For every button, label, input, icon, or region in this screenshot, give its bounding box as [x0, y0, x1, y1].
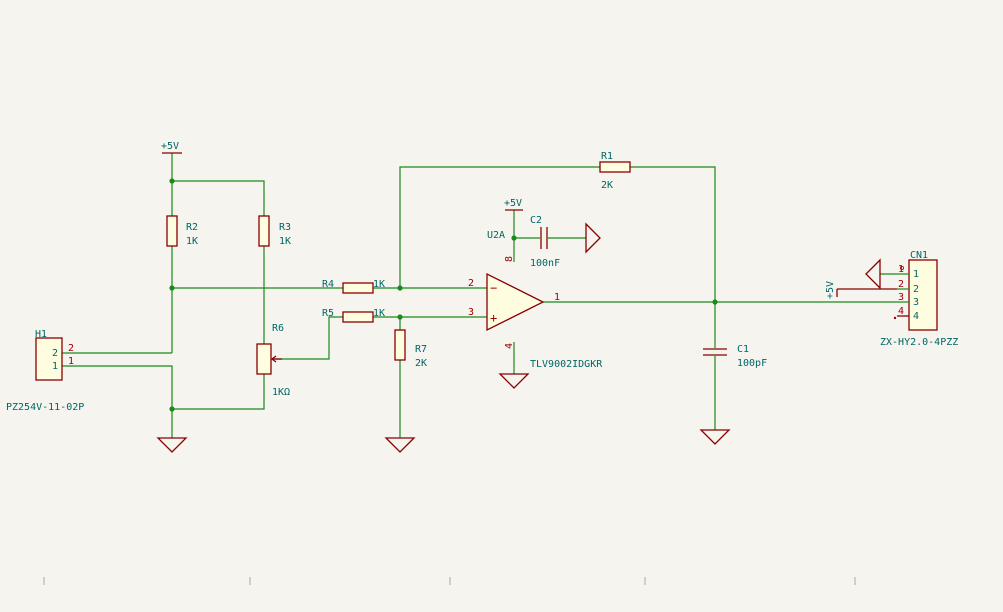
- junction-r7: [397, 314, 403, 320]
- r4-ref: R4: [322, 279, 334, 290]
- opamp-pin-vpos: 8: [504, 256, 515, 262]
- h1-pin2-label: 2: [52, 348, 58, 359]
- r2-value: 1K: [186, 236, 198, 247]
- c2-ref: C2: [530, 215, 542, 226]
- r6-ref: R6: [272, 323, 284, 334]
- wire-5v-left: [171, 153, 265, 216]
- r5-ref: R5: [322, 308, 334, 319]
- wires: [62, 153, 897, 438]
- opamp-pin-out: 1: [554, 292, 560, 303]
- capacitor-c2[interactable]: C2 100nF: [530, 215, 560, 269]
- cn1-pin3-number: 3: [898, 292, 904, 303]
- u2a-value: TLV9002IDGKR: [530, 359, 603, 370]
- connector-h1[interactable]: 2 1 2 1 H1 PZ254V-11-02P: [6, 329, 84, 413]
- wire-h1-pin1: [62, 365, 173, 438]
- power-5v-left: +5V: [161, 141, 182, 154]
- cn1-pin2-number: 2: [898, 279, 904, 290]
- cn1-pin4-marker: [893, 316, 897, 320]
- h1-pin2-number: 2: [68, 343, 74, 354]
- junctions: [169, 178, 718, 412]
- resistor-r3[interactable]: R3 1K: [258, 215, 291, 247]
- potentiometer-r6[interactable]: R6 1KΩ: [256, 323, 290, 398]
- ground-r7: [384, 437, 416, 453]
- power-5v-opamp-label: +5V: [504, 198, 522, 209]
- r6-value: 1KΩ: [272, 387, 290, 398]
- opamp-minus-sign: −: [490, 281, 497, 295]
- h1-pin1-label: 1: [52, 361, 58, 372]
- cn1-value: ZX-HY2.0-4PZZ: [880, 337, 958, 348]
- resistor-r2[interactable]: R2 1K: [166, 215, 198, 247]
- wire-feedback-left: [399, 166, 600, 288]
- cn1-pin1-label: 1: [913, 269, 919, 280]
- cn1-pin4-number: 4: [898, 306, 904, 317]
- r3-value: 1K: [279, 236, 291, 247]
- r7-ref: R7: [415, 344, 427, 355]
- power-5v-left-label: +5V: [161, 141, 179, 152]
- power-5v-opamp: +5V: [504, 198, 523, 211]
- r4-value: 1K: [373, 279, 385, 290]
- resistor-r1[interactable]: R1 2K: [599, 151, 631, 191]
- power-5v-conn: +5V: [825, 281, 897, 299]
- h1-value: PZ254V-11-02P: [6, 402, 84, 413]
- r1-value: 2K: [601, 180, 613, 191]
- wire-feedback-right: [630, 166, 716, 302]
- junction-output: [712, 299, 718, 305]
- ground-c1: [699, 429, 731, 445]
- cn1-pin1-marker: [900, 265, 905, 270]
- c2-value: 100nF: [530, 258, 560, 269]
- cn1-pin2-label: 2: [913, 284, 919, 295]
- cn1-pin3-label: 3: [913, 297, 919, 308]
- junction-divider: [169, 285, 175, 291]
- cn1-ref: CN1: [910, 250, 928, 261]
- opamp-pin-inv: 2: [468, 278, 474, 289]
- junction-5v: [169, 178, 175, 184]
- resistor-r5[interactable]: R5 1K: [322, 308, 385, 323]
- opamp-pin-vneg: 4: [504, 343, 515, 349]
- r2-ref: R2: [186, 222, 198, 233]
- r7-value: 2K: [415, 358, 427, 369]
- sheet-border-ticks: [43, 577, 856, 585]
- cn1-pin4-label: 4: [913, 311, 919, 322]
- opamp-plus-sign: +: [490, 311, 497, 325]
- power-5v-conn-label: +5V: [825, 281, 836, 299]
- wire-wiper-r5: [272, 316, 343, 360]
- junction-gnd-left: [169, 406, 175, 412]
- c1-value: 100pF: [737, 358, 767, 369]
- r1-ref: R1: [601, 151, 613, 162]
- ground-left: [156, 437, 188, 453]
- ground-cn1: [865, 258, 897, 290]
- resistor-r4[interactable]: R4 1K: [322, 279, 385, 294]
- ground-opamp: [498, 373, 530, 389]
- capacitor-c1[interactable]: C1 100pF: [703, 344, 767, 369]
- c1-ref: C1: [737, 344, 749, 355]
- wire-r6-gnd: [172, 374, 265, 410]
- junction-feedback: [397, 285, 403, 291]
- junction-opamp-power: [511, 235, 517, 241]
- ground-c2: [585, 222, 601, 254]
- h1-pin1-number: 1: [68, 356, 74, 367]
- r3-ref: R3: [279, 222, 291, 233]
- opamp-pin-noninv: 3: [468, 307, 474, 318]
- u2a-ref: U2A: [487, 230, 505, 241]
- connector-cn1[interactable]: 1 2 3 4 1 2 3 4 CN1 ZX-HY2.0-4PZZ: [880, 250, 958, 348]
- resistor-r7[interactable]: R7 2K: [394, 329, 427, 369]
- r5-value: 1K: [373, 308, 385, 319]
- h1-ref: H1: [35, 329, 47, 340]
- opamp-u2a[interactable]: − + 2 3 1 8 4 U2A TLV9002IDGKR: [468, 230, 603, 370]
